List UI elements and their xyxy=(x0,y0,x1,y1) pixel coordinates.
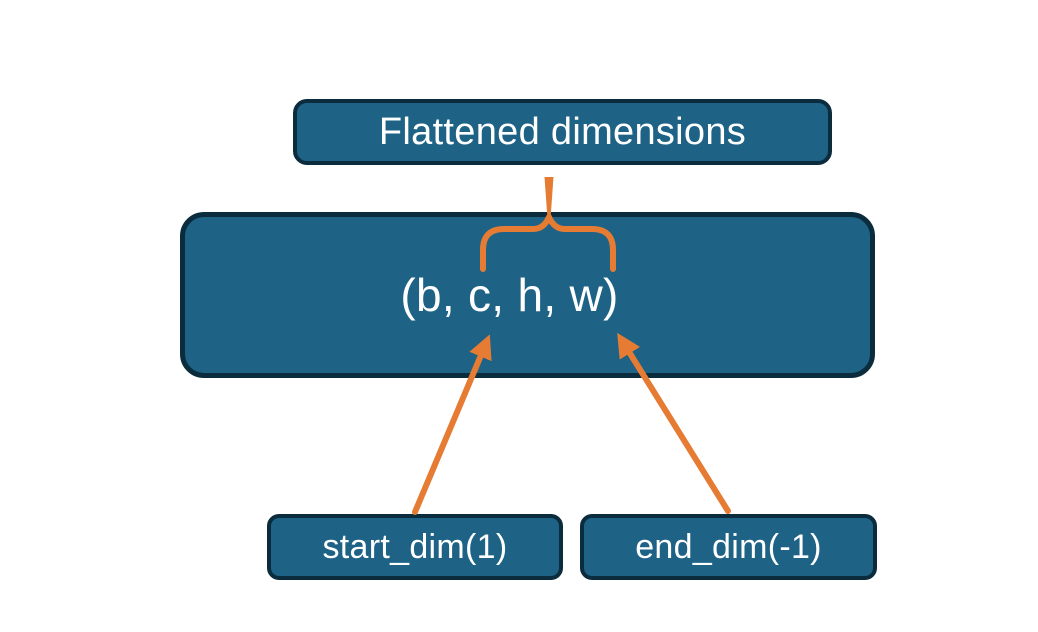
node-end-dim: end_dim(-1) xyxy=(580,514,877,580)
end-dim-label: end_dim(-1) xyxy=(635,527,822,566)
node-start-dim: start_dim(1) xyxy=(267,514,563,580)
node-tensor-shape: (b, c, h, w) xyxy=(180,212,875,378)
flattened-dimensions-label: Flattened dimensions xyxy=(378,110,747,153)
tensor-shape-label: (b, c, h, w) xyxy=(400,269,619,321)
node-flattened-dimensions: Flattened dimensions xyxy=(293,99,832,165)
start-dim-label: start_dim(1) xyxy=(322,527,508,566)
